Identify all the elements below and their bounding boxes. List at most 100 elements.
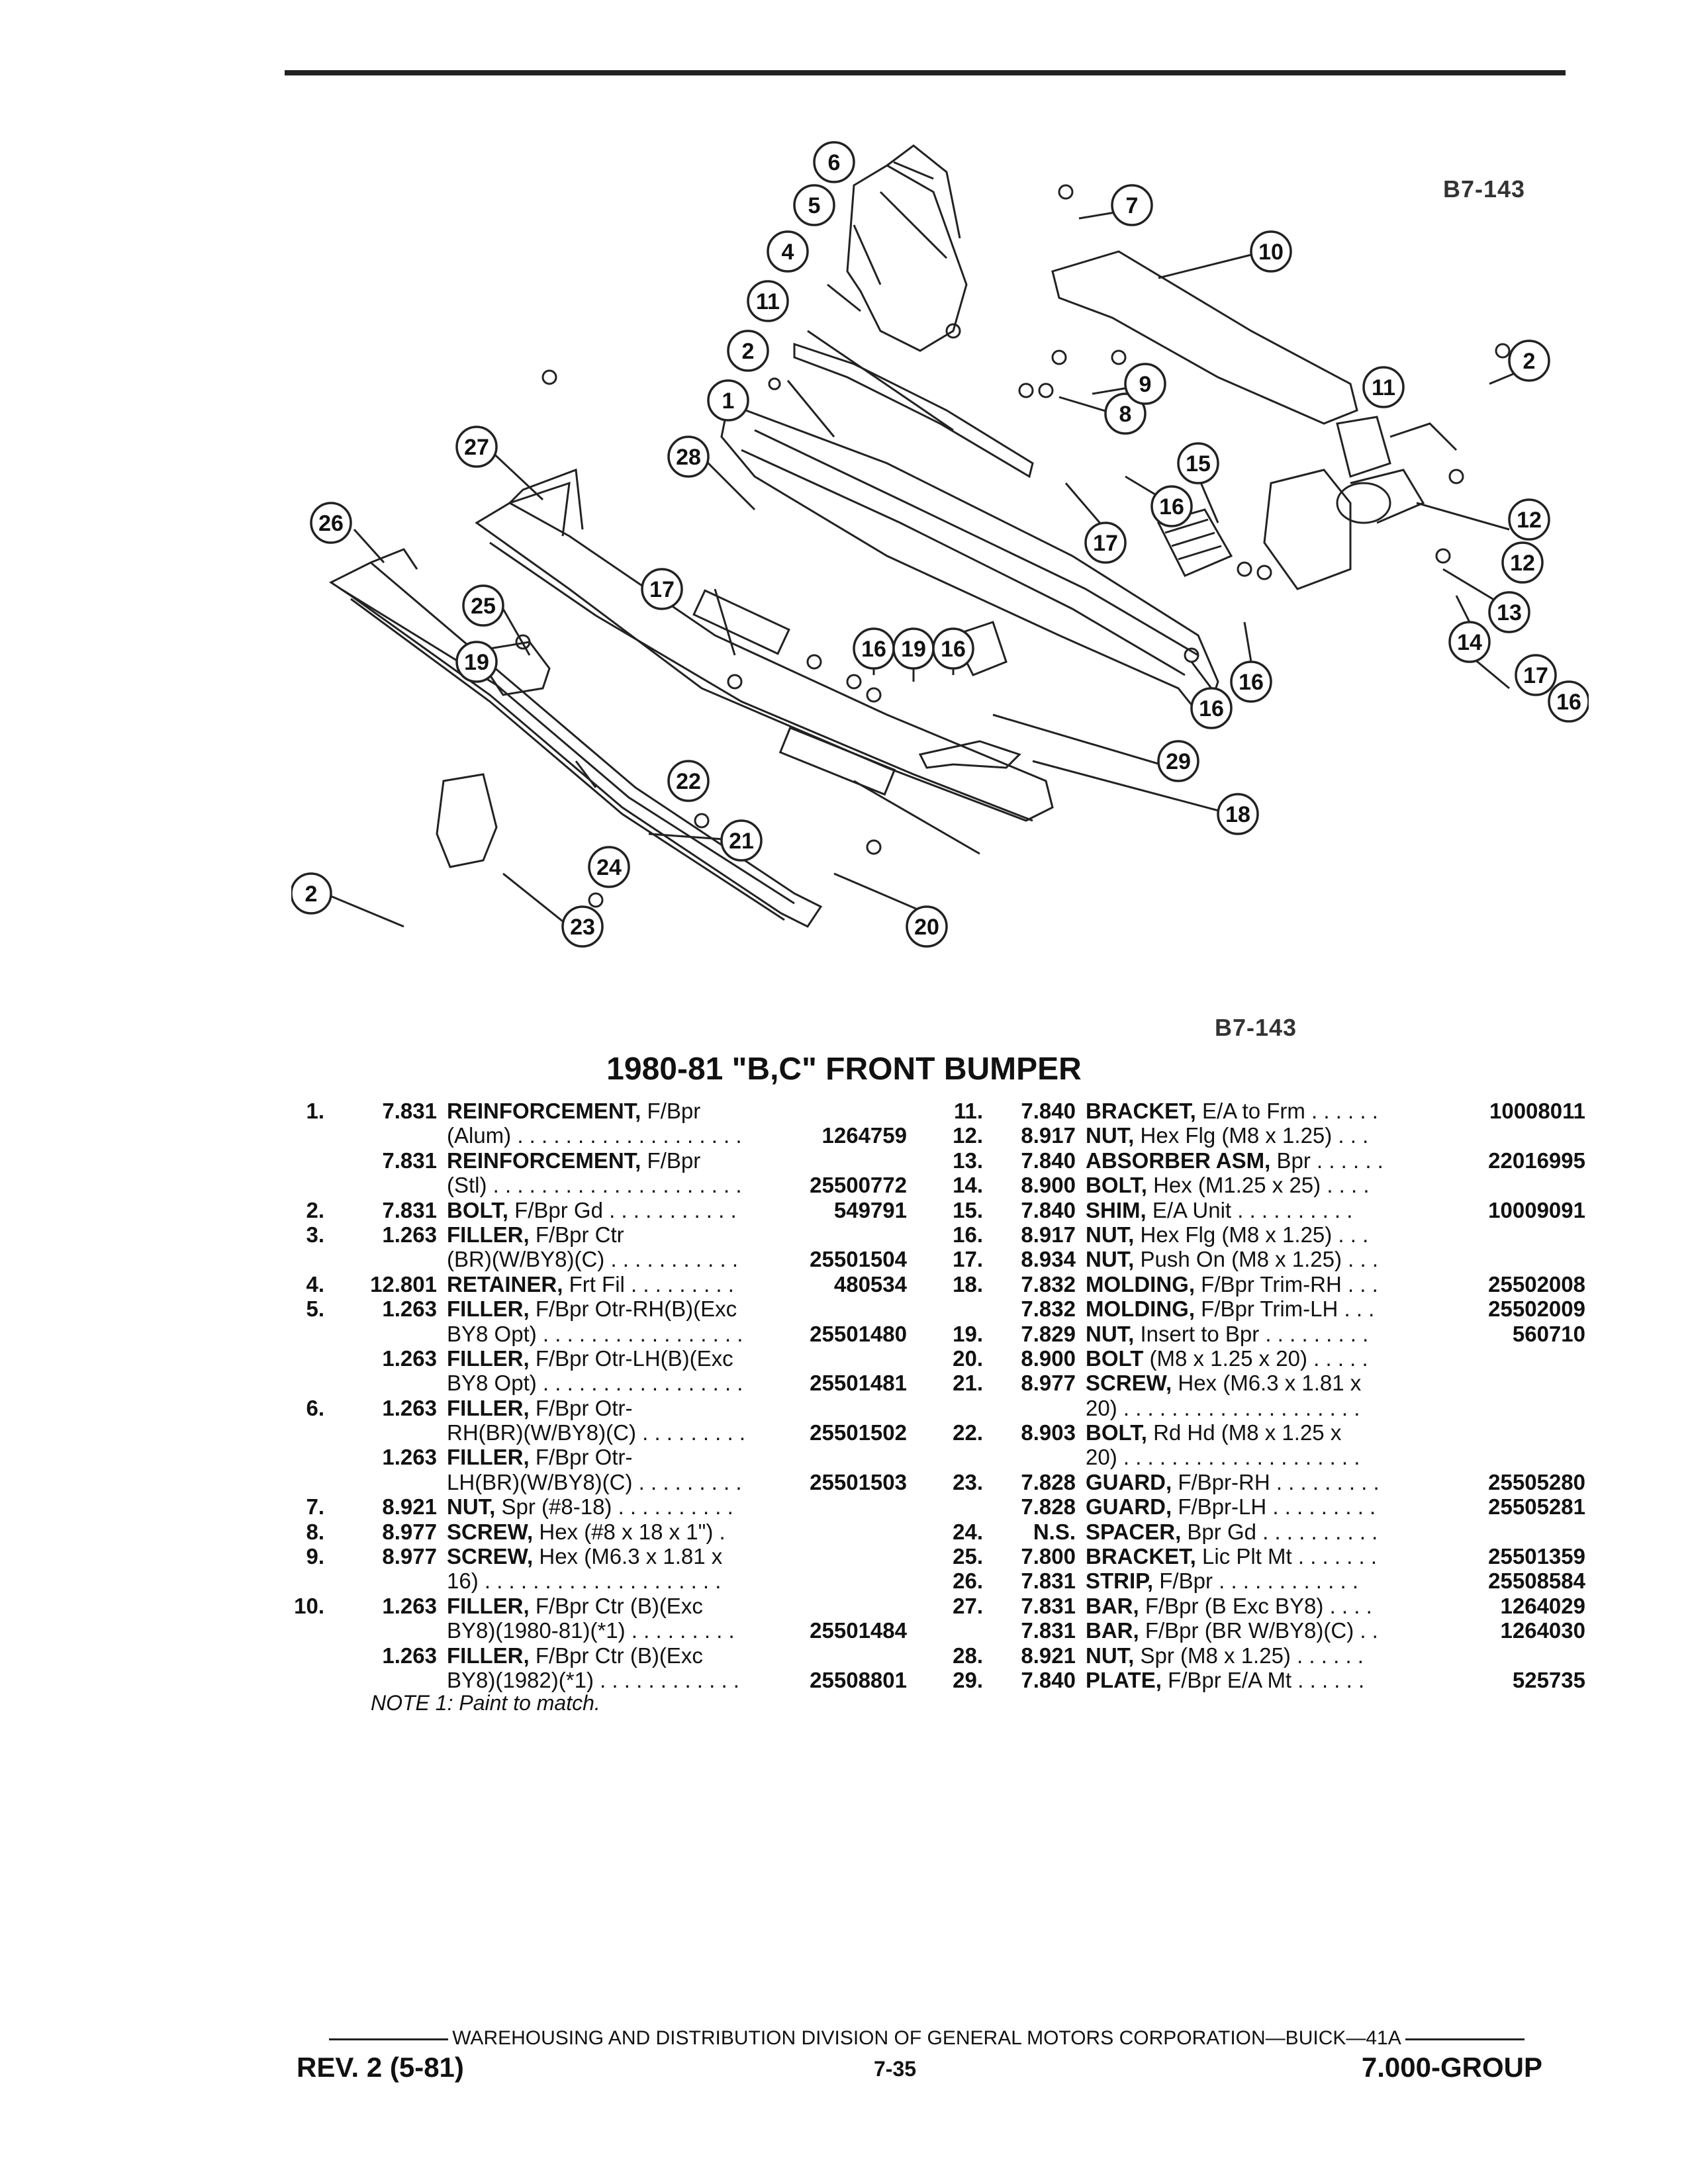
part-number: 480534 — [833, 1271, 907, 1297]
item-number: 11. — [953, 1099, 983, 1123]
group-number: 8.977 — [1021, 1371, 1076, 1396]
item-number: 14. — [953, 1173, 983, 1198]
part-description: SCREW, Hex (M6.3 x 1.81 x — [447, 1544, 722, 1569]
part-detail: (Stl) . . . . . . . . . . . . . . . . . … — [447, 1173, 742, 1198]
part-detail: F/Bpr — [647, 1099, 701, 1123]
parts-row: BY8)(1982)(*1) . . . . . . . . . . . .25… — [278, 1668, 907, 1692]
part-detail: F/Bpr Otr-LH(B)(Exc — [535, 1345, 733, 1371]
part-detail: Hex (#8 x 18 x 1") . — [539, 1519, 726, 1544]
callout-label: 12 — [1517, 508, 1542, 533]
callout-label: 26 — [318, 511, 344, 536]
item-number: 27. — [953, 1593, 983, 1618]
part-detail: 20) . . . . . . . . . . . . . . . . . . … — [1086, 1445, 1360, 1470]
part-number: 10008011 — [1489, 1099, 1585, 1123]
callout-label: 20 — [914, 915, 939, 940]
absorber-drawing — [1263, 469, 1352, 590]
part-detail: F/Bpr-RH . . . . . . . . . — [1178, 1469, 1380, 1494]
part-detail: Spr (M8 x 1.25) . . . . . . — [1140, 1643, 1364, 1668]
part-description: STRIP, F/Bpr . . . . . . . . . . . . — [1086, 1569, 1358, 1593]
part-detail: Bpr . . . . . . — [1276, 1148, 1383, 1173]
part-description: BOLT, Rd Hd (M8 x 1.25 x — [1086, 1420, 1341, 1445]
parts-row: RH(BR)(W/BY8)(C) . . . . . . . . .255015… — [278, 1420, 907, 1445]
part-name: BOLT — [1086, 1345, 1144, 1371]
top-rule — [285, 70, 1566, 75]
part-detail: F/Bpr Otr- — [535, 1395, 633, 1420]
part-detail: F/Bpr Otr-RH(B)(Exc — [535, 1297, 737, 1322]
callout-label: 17 — [649, 577, 675, 602]
part-name: GUARD, — [1086, 1494, 1172, 1520]
callout-label: 15 — [1186, 451, 1211, 477]
group-number: 7.832 — [1021, 1297, 1076, 1322]
group-number: 8.903 — [1021, 1420, 1076, 1445]
callout-label: 22 — [676, 769, 701, 794]
parts-row: (Stl) . . . . . . . . . . . . . . . . . … — [278, 1173, 907, 1197]
item-number: 19. — [953, 1321, 983, 1346]
part-number: 25501502 — [810, 1420, 907, 1445]
part-description: LH(BR)(W/BY8)(C) . . . . . . . . . — [447, 1470, 742, 1494]
parts-row: 20) . . . . . . . . . . . . . . . . . . … — [937, 1445, 1585, 1469]
callout-label: 8 — [1119, 402, 1132, 427]
item-number: 5. — [306, 1297, 324, 1322]
page-title: 1980-81 "B,C" FRONT BUMPER — [606, 1052, 1082, 1087]
part-description: ABSORBER ASM, Bpr . . . . . . — [1086, 1148, 1383, 1173]
group-number: 7.840 — [1021, 1148, 1076, 1173]
item-number: 16. — [953, 1222, 983, 1247]
callout-label: 12 — [1510, 551, 1535, 576]
part-name: BOLT, — [447, 1197, 508, 1222]
part-number: 25502009 — [1488, 1297, 1585, 1322]
part-name: SCREW, — [447, 1519, 534, 1544]
part-number: 25505281 — [1488, 1494, 1585, 1520]
part-name: SPACER, — [1086, 1519, 1182, 1544]
part-description: RETAINER, Frt Fil . . . . . . . . . — [447, 1272, 734, 1297]
part-detail: F/Bpr (B Exc BY8) . . . . — [1145, 1593, 1372, 1618]
part-number: 25508801 — [810, 1667, 907, 1692]
item-number: 23. — [953, 1469, 983, 1494]
group-number: 7.832 — [1021, 1271, 1076, 1297]
callout-label: 16 — [941, 637, 966, 662]
footer-line: WAREHOUSING AND DISTRIBUTION DIVISION OF… — [305, 2027, 1549, 2050]
group-number: N.S. — [1033, 1519, 1076, 1544]
parts-row: 24.N.S.SPACER, Bpr Gd . . . . . . . . . … — [937, 1520, 1585, 1544]
callout-label: 27 — [464, 435, 489, 460]
group-number: 1.263 — [382, 1395, 437, 1420]
part-name: FILLER, — [447, 1345, 530, 1371]
callout-label: 16 — [1199, 696, 1224, 721]
part-detail: E/A to Frm . . . . . . — [1202, 1099, 1378, 1123]
part-description: BOLT (M8 x 1.25 x 20) . . . . . — [1086, 1346, 1368, 1371]
item-number: 29. — [953, 1667, 983, 1692]
part-name: SCREW, — [447, 1544, 534, 1569]
part-detail: BY8)(1980-81)(*1) . . . . . . . . . — [447, 1618, 735, 1643]
part-number: 1264759 — [821, 1123, 907, 1148]
group-number: 8.921 — [382, 1494, 437, 1520]
part-detail: F/Bpr Ctr (B)(Exc — [535, 1643, 703, 1668]
parts-row: (Alum) . . . . . . . . . . . . . . . . .… — [278, 1123, 907, 1148]
item-number: 25. — [953, 1544, 983, 1569]
parts-row: BY8)(1980-81)(*1) . . . . . . . . .25501… — [278, 1618, 907, 1643]
part-name: FILLER, — [447, 1222, 530, 1247]
footer-dash-right — [1405, 2038, 1524, 2040]
group-number: 7.831 — [382, 1148, 437, 1173]
part-name: BOLT, — [1086, 1420, 1147, 1445]
part-number: 25500772 — [810, 1173, 907, 1198]
callout-label: 11 — [756, 289, 780, 314]
part-description: NUT, Insert to Bpr . . . . . . . . . — [1086, 1322, 1368, 1346]
group-number: 7.831 — [382, 1197, 437, 1222]
callout-label: 2 — [1523, 349, 1536, 374]
footer-division-text: WAREHOUSING AND DISTRIBUTION DIVISION OF… — [452, 2027, 1401, 2049]
part-detail: Hex (M1.25 x 25) . . . . — [1153, 1173, 1370, 1198]
part-number: 22016995 — [1488, 1148, 1585, 1173]
part-name: FILLER, — [447, 1445, 530, 1470]
group-number: 8.977 — [382, 1519, 437, 1544]
part-description: FILLER, F/Bpr Ctr — [447, 1222, 624, 1247]
part-description: 16) . . . . . . . . . . . . . . . . . . … — [447, 1569, 721, 1593]
group-number: 1.263 — [382, 1643, 437, 1668]
part-detail: F/Bpr — [647, 1148, 701, 1173]
callout-label: 17 — [1093, 531, 1118, 556]
part-detail: LH(BR)(W/BY8)(C) . . . . . . . . . — [447, 1469, 742, 1494]
part-name: FILLER, — [447, 1593, 530, 1618]
exploded-parts-diagram: 6 5 4 11 2 1 7 10 8 9 11 2 27 28 15 16 1… — [290, 132, 1590, 973]
impact-strip-drawing — [329, 561, 823, 928]
